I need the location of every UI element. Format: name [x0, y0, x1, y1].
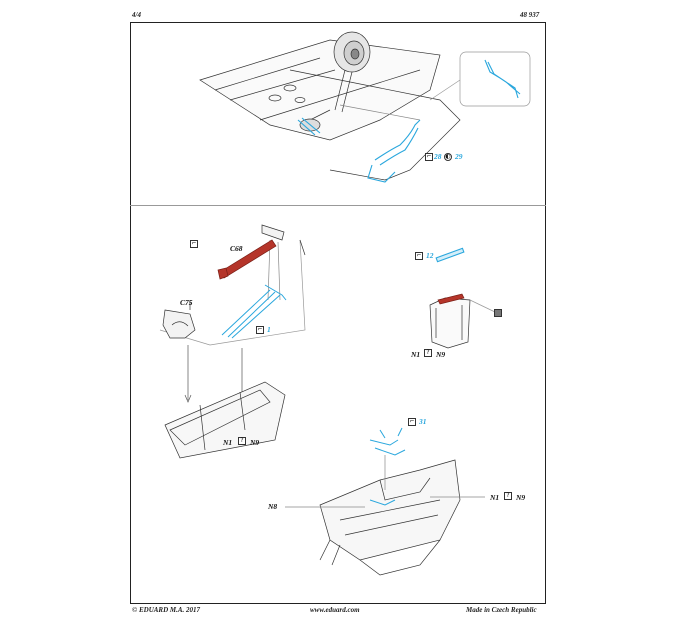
- pe-part-28-29: [297, 117, 421, 183]
- bend-icon-31: ⌐: [408, 418, 416, 426]
- part-number-29: 29: [455, 152, 463, 161]
- part-n8-label: N8: [268, 502, 278, 511]
- c68-red-part: [217, 239, 277, 280]
- pe-part-12: [435, 247, 465, 263]
- detail-inset-box: [459, 51, 531, 107]
- part-n1-label-left: N1: [223, 438, 233, 447]
- part-n9-label-right: N9: [436, 350, 446, 359]
- website: www.eduard.com: [310, 606, 360, 614]
- seat-red-part: [437, 293, 465, 305]
- part-c68-label: C68: [230, 244, 243, 253]
- question-icon-bottom: ?: [504, 492, 512, 500]
- cockpit-tub-left-drawing: [164, 381, 286, 459]
- page-number: 4/4: [132, 11, 141, 19]
- c75-part-drawing: [162, 309, 196, 339]
- copyright: © EDUARD M.A. 2017: [132, 606, 201, 614]
- question-icon-right: ?: [424, 349, 432, 357]
- bend-icon-12: ⌐: [415, 252, 423, 260]
- question-icon-left: ?: [238, 437, 246, 445]
- kit-code: 48 937: [520, 11, 540, 19]
- bend-icon: ⌐: [425, 153, 433, 161]
- part-n1-label-right: N1: [411, 350, 421, 359]
- landing-gear-bay-drawing: [199, 31, 461, 181]
- part-number-28: 28: [434, 152, 442, 161]
- fuselage-drawing: [285, 459, 485, 576]
- part-n1-label-bottom: N1: [490, 493, 500, 502]
- bend-icon-1: ⌐: [256, 326, 264, 334]
- seat-assembly-drawing: [429, 297, 496, 349]
- remove-part-icon: ⌐: [190, 240, 198, 248]
- instruction-sheet-frame: [130, 22, 546, 604]
- made-in: Made in Czech Republic: [466, 606, 537, 614]
- part-number-31: 31: [419, 417, 427, 426]
- inset-pe-bracket: [484, 59, 521, 99]
- paint-icon: ◐: [444, 153, 452, 161]
- part-number-1: 1: [267, 325, 271, 334]
- part-n9-label-left: N9: [250, 438, 260, 447]
- diagonal-fill-icon: [494, 309, 502, 317]
- section-divider: [130, 205, 546, 206]
- part-c75-label: C75: [180, 298, 193, 307]
- part-n9-label-bottom: N9: [516, 493, 526, 502]
- pe-part-31: [369, 427, 406, 506]
- pe-part-1: [221, 284, 287, 339]
- part-number-12: 12: [426, 251, 434, 260]
